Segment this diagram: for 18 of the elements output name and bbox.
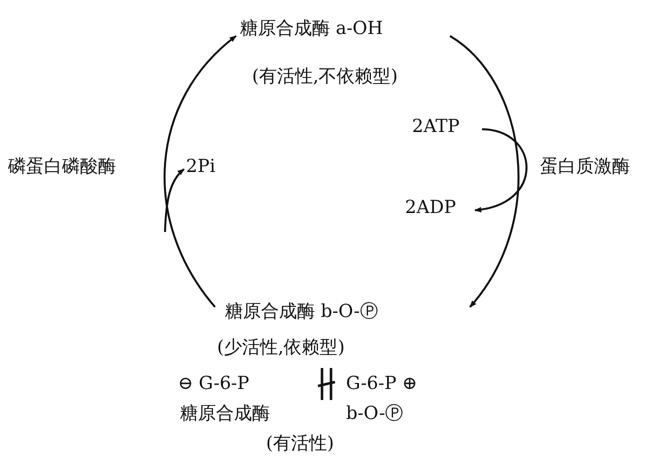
enzyme-label: 糖原合成酶 a-OH [240,18,383,40]
enzyme-label: 蛋白质激酶 [540,156,630,178]
effector-label: ⊖ G-6-P [178,373,250,395]
metabolite-label: 2ADP [405,197,456,219]
enzyme-label: 糖原合成酶 [180,403,270,425]
effector-label: G-6-P ⊕ [346,373,418,395]
enzyme-label: b-O-Ⓟ [346,403,404,425]
enzyme-label: 磷蛋白磷酸酶 [8,156,116,178]
enzyme-label: 糖原合成酶 b-O-Ⓟ [225,301,378,323]
note-text: (有活性) [266,433,334,455]
note-text: (有活性,不依赖型) [252,66,398,88]
arrow [164,35,237,308]
note-text: (少活性,依赖型) [217,337,345,359]
metabolite-label: 2Pi [186,156,216,178]
metabolite-label: 2ATP [412,116,460,138]
arrow [449,35,520,308]
arrow [474,128,528,212]
arrow [164,168,185,232]
